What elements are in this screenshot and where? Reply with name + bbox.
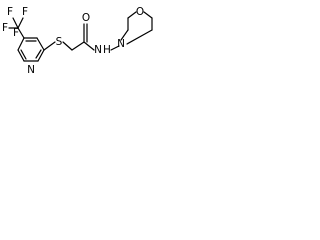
bond-ring-s (43, 41, 56, 51)
atom-nitrogen-morpholine: N (117, 38, 125, 50)
bonds (8, 11, 153, 62)
bond-s-ch2 (62, 41, 73, 51)
bond-morph-c4-n (126, 29, 153, 45)
bond-cf3-f-top-right (17, 17, 24, 29)
bond-ring-c6-c5 (17, 49, 25, 62)
atom-f-left: F (2, 22, 8, 34)
bond-nh-n-morpholine (110, 45, 120, 51)
bond-ring-c5-c4 (17, 37, 25, 51)
chemical-structure-diagram: F F F F S O N H N O N (2, 6, 153, 76)
atom-oxygen-morpholine: O (136, 6, 144, 18)
atom-nitrogen-pyridine: N (27, 64, 35, 76)
atom-sulfur: S (56, 36, 63, 48)
atom-f-lower: F (13, 27, 19, 39)
bond-morph-c2-o (127, 11, 137, 19)
bond-morph-n-c1 (120, 29, 129, 41)
bond-ring-c3-c2 (36, 37, 45, 51)
atom-f-top-left: F (7, 6, 13, 18)
bond-ring-c2-n (37, 49, 45, 62)
atom-labels: F F F F S O N H N O N (2, 6, 144, 76)
atom-f-top-right: F (22, 6, 28, 18)
bond-ring-double-2 (35, 49, 42, 59)
bond-ch2-carbonyl (71, 41, 85, 51)
atom-nitrogen-amide: N (94, 44, 102, 56)
bond-cf3-ring (17, 27, 25, 39)
atom-oxygen-carbonyl: O (82, 12, 90, 24)
bond-cf3-f-top-left (12, 17, 19, 29)
bond-ring-double-3 (20, 49, 27, 60)
bond-carbonyl-n (83, 41, 95, 51)
atom-hydrogen-amide: H (103, 44, 111, 56)
bond-morph-o-c3 (143, 11, 153, 19)
